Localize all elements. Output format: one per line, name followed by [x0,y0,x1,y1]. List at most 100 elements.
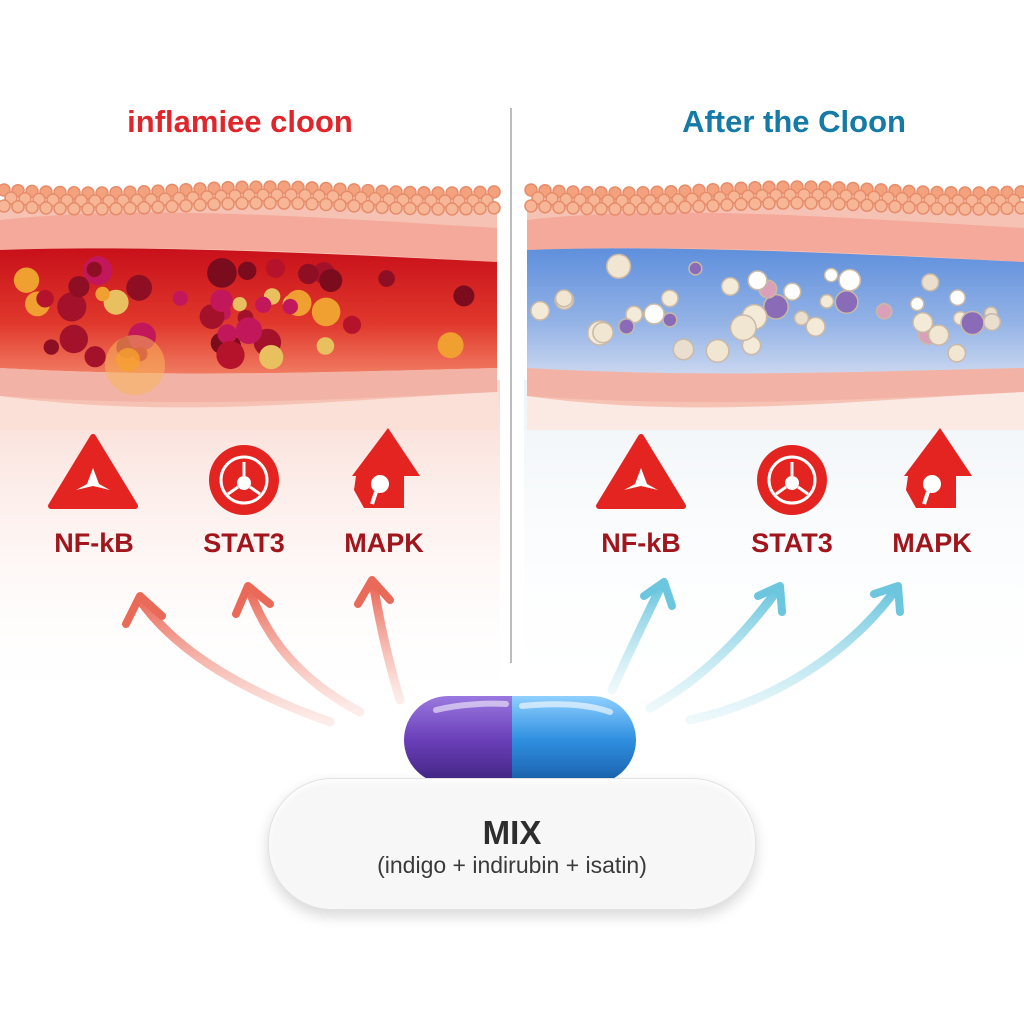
surface-cell [151,200,165,214]
inflamed-cell [36,289,54,308]
surface-cell [972,202,986,216]
calm-cell [530,300,551,321]
surface-cell [207,197,221,212]
calm-cell [982,312,1002,332]
surface-cell [431,202,445,216]
inflamed-cell [453,285,475,307]
right-up-arrow-icon [904,428,972,508]
surface-cell [137,201,151,215]
surface-cell [790,196,804,210]
inflamed-cell [319,269,343,292]
calm-cell [672,338,695,361]
calm-cell [805,316,826,337]
surface-cell [235,196,249,211]
calm-cell [554,289,574,308]
right-panel-title: After the Cloon [682,104,906,139]
surface-cell [1000,201,1014,216]
calm-cell [875,302,893,320]
left-up-arrow-icon [352,428,420,508]
calm-cell [625,305,644,324]
panel-divider [510,108,512,663]
inflamed-cell [57,292,87,322]
right-pathway-label-nfkb: NF-kB [601,528,681,558]
mix-subtitle: (indigo + indirubin + isatin) [377,852,647,878]
surface-cell [123,201,137,216]
left-pathway-label-stat3: STAT3 [203,528,285,558]
surface-cell [930,201,944,216]
surface-cell [916,201,930,215]
surface-cell [944,202,958,216]
surface-cell [832,197,846,211]
surface-cell [650,201,664,216]
inflamed-cell [84,346,106,368]
surface-cell [818,196,832,211]
surface-cell [319,197,333,212]
inflamed-cell [282,298,298,315]
calm-cell [793,310,810,326]
calm-cell [834,289,859,315]
left-circle-node-icon [209,445,279,515]
surface-cell [566,201,580,215]
surface-cell [902,200,916,215]
inflamed-cell [232,297,247,312]
calm-cell [912,311,934,334]
surface-cell [109,201,123,216]
surface-cell [347,199,361,213]
surface-cell [165,199,179,214]
inflamed-cell [378,270,395,287]
right-pathway-label-stat3: STAT3 [751,528,833,558]
surface-cell [25,200,39,215]
surface-cell [417,202,431,216]
surface-cell [81,202,95,216]
calm-cell [660,289,679,308]
surface-cell [375,200,389,215]
surface-cell [473,201,487,216]
calm-cell [605,253,632,279]
inflamed-cell [217,324,237,344]
surface-cell [986,202,1000,216]
mix-title: MIX [482,814,542,851]
surface-cell [0,199,11,213]
surface-cell [333,198,347,212]
inflamed-cell [43,339,59,355]
surface-cell [67,202,81,216]
calm-cell [909,296,925,312]
inflamed-cell [126,274,152,301]
right-circle-node-icon [757,445,827,515]
surface-cell [804,196,818,210]
calm-cell [729,314,757,342]
surface-cell [221,196,235,211]
calm-cell [592,321,614,344]
surface-cell [776,196,790,210]
left-tissue-cross-section [0,195,497,430]
inflamed-cell [259,345,284,370]
calm-cell [783,282,802,301]
calm-cell [688,261,703,276]
inflamed-cell [68,276,90,298]
calm-cell [838,268,862,292]
calm-cell [763,293,789,320]
surface-cell [1014,201,1024,215]
surface-cell [888,199,902,214]
calm-cell [960,310,985,336]
left-background-wash [0,380,500,710]
inflamed-cell [172,290,188,306]
surface-cell [95,202,109,216]
surface-cell [263,196,277,210]
inflamed-cell [216,340,245,370]
inflamed-cell [298,263,319,285]
calm-cell [947,343,967,363]
surface-cell [249,196,263,210]
surface-cell [720,198,734,212]
right-warning-triangle-icon [596,434,686,509]
inflamed-cell [207,258,237,288]
surface-cell [445,202,459,216]
surface-cell [734,197,748,212]
surface-cell [11,199,25,214]
inflamed-cell [342,315,362,334]
right-pathway-label-mapk: MAPK [892,528,972,558]
calm-cell [927,324,950,346]
calm-cell [921,273,940,292]
surface-cell [846,197,860,212]
mix-label-box [268,778,756,910]
